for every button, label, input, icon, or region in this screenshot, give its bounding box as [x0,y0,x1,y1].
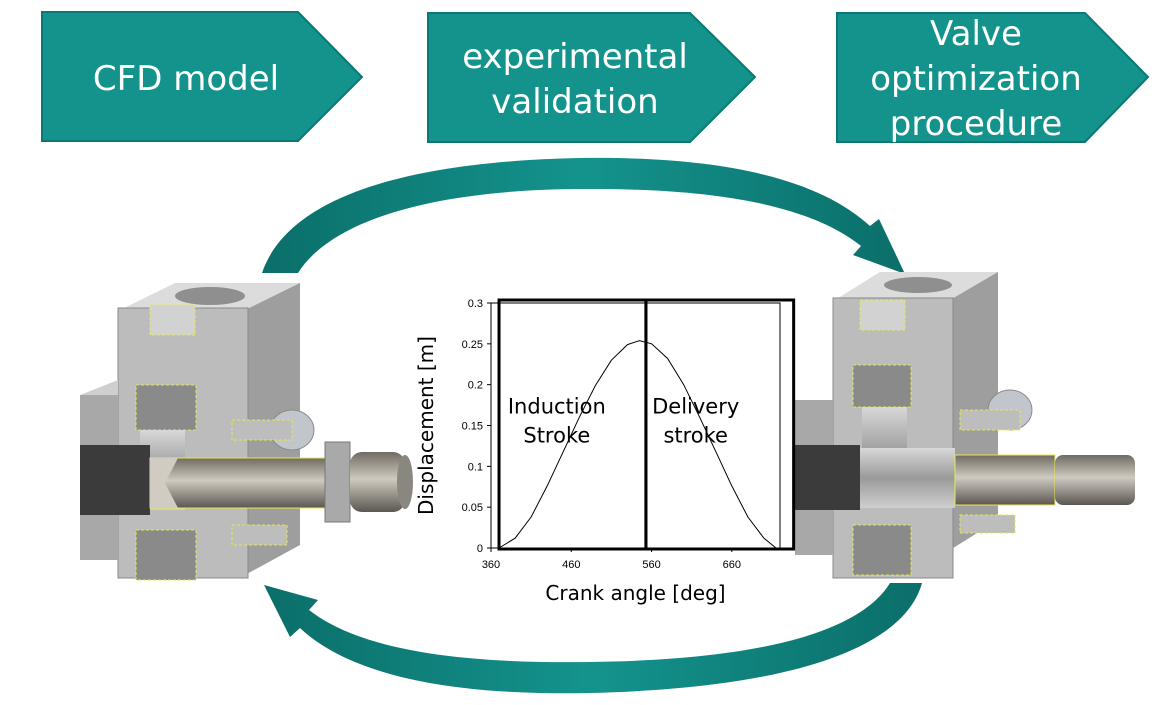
step-1: CFD model [41,11,364,142]
x-tick-label: 360 [482,559,500,571]
step-line: Valve [930,14,1022,54]
y-tick-label: 0.2 [468,380,483,392]
step-3-text: Valve optimization procedure [870,14,1082,144]
x-tick-label: 660 [723,559,741,571]
plot-area [490,302,781,549]
step-3: Valve optimization procedure [836,12,1150,144]
bottom-curved-arrow-icon [264,583,922,694]
stroke-region-box [644,298,796,551]
y-tick-label: 0.25 [462,339,483,351]
top-curved-arrow-icon [262,157,905,274]
step-2-chevron [427,12,757,143]
y-tick-label: 0.1 [468,461,483,473]
y-axis-label: Displacement [m] [414,336,438,515]
step-1-chevron [41,11,364,142]
step-1-text: CFD model [93,59,279,99]
step-2: experimental validation [427,12,757,143]
step-2-text: experimental validation [462,37,688,122]
step-line: CFD model [93,59,279,99]
x-tick-label: 560 [642,559,660,571]
y-tick-label: 0 [477,543,483,555]
displacement-chart: 0 0.05 0.1 0.15 0.2 0.25 0.3 360 460 560 660 Indu… [414,298,796,605]
left-pump-model [80,283,413,581]
y-tick-label: 0.05 [462,502,483,514]
step-3-chevron [836,12,1150,143]
step-line: optimization [870,59,1082,99]
step-line: experimental [462,37,688,77]
displacement-curve [498,340,777,549]
step-line: procedure [890,104,1063,144]
step-line: validation [491,82,658,122]
x-tick-label: 460 [562,559,580,571]
x-axis-label: Crank angle [deg] [545,581,725,605]
y-tick-label: 0.3 [468,298,483,310]
right-pump-model [795,272,1135,579]
y-tick-label: 0.15 [462,421,483,433]
